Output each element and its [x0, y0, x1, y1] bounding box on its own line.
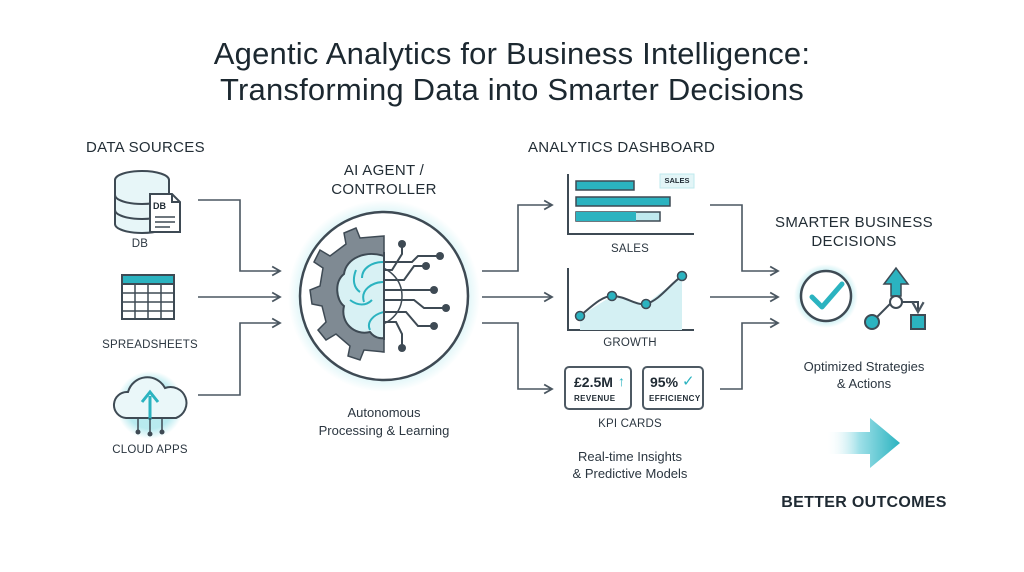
db-icon-text: DB [153, 201, 166, 211]
check-icon: ✓ [682, 373, 695, 390]
sales-bar-chart [567, 173, 695, 235]
dashboard-caption-line-2: & Predictive Models [572, 466, 688, 481]
better-outcomes-label: BETTER OUTCOMES [781, 494, 947, 511]
kpi-value: £2.5M [574, 374, 613, 390]
agent-caption-line-1: Autonomous [347, 405, 421, 420]
agent-heading-line-1: AI AGENT / [343, 162, 425, 179]
decision-flow-icon [864, 266, 926, 330]
decisions-heading-line-1: SMARTER BUSINESS [775, 214, 933, 231]
dashboard-caption-line-1: Real-time Insights [577, 449, 683, 464]
dashboard-connectors [710, 204, 780, 390]
cloud-apps-label: CLOUD APPS [112, 444, 188, 456]
kpi-card-revenue: £2.5M ↑ REVENUE [564, 366, 632, 410]
sales-tag: SALES [664, 176, 690, 185]
decision-check-icon [794, 264, 858, 328]
kpi-card-efficiency: 95% ✓ EFFICIENCY [642, 366, 704, 410]
spreadsheet-icon [121, 274, 175, 320]
decisions-caption-line-2: & Actions [836, 376, 892, 391]
agent-heading-line-2: CONTROLLER [331, 181, 437, 198]
cloud-upload-icon [113, 371, 188, 439]
arrow-up-icon: ↑ [618, 373, 625, 389]
kpi-label: EFFICIENCY [649, 394, 701, 403]
kpi-value: 95% [650, 374, 679, 390]
growth-label: GROWTH [603, 337, 657, 349]
spreadsheets-label: SPREADSHEETS [102, 339, 198, 351]
title-line-2: Transforming Data into Smarter Decisions [220, 72, 804, 107]
kpi-cards-label: KPI CARDS [598, 418, 662, 430]
title-line-1: Agentic Analytics for Business Intellige… [213, 36, 811, 71]
sales-label: SALES [610, 243, 650, 255]
db-document-icon [149, 193, 181, 233]
source-connectors [198, 199, 282, 396]
kpi-label: REVENUE [574, 394, 616, 403]
dashboard-heading: ANALYTICS DASHBOARD [528, 139, 716, 156]
outcome-arrow-icon [826, 418, 900, 468]
decisions-caption-line-1: Optimized Strategies [803, 359, 925, 374]
data-sources-heading: DATA SOURCES [86, 139, 205, 156]
decisions-heading-line-2: DECISIONS [811, 233, 897, 250]
db-label: DB [131, 238, 149, 250]
growth-line-chart [567, 268, 694, 331]
ai-agent-brain-icon [288, 200, 480, 392]
agent-caption-line-2: Processing & Learning [318, 423, 450, 438]
agent-connectors [482, 199, 554, 395]
